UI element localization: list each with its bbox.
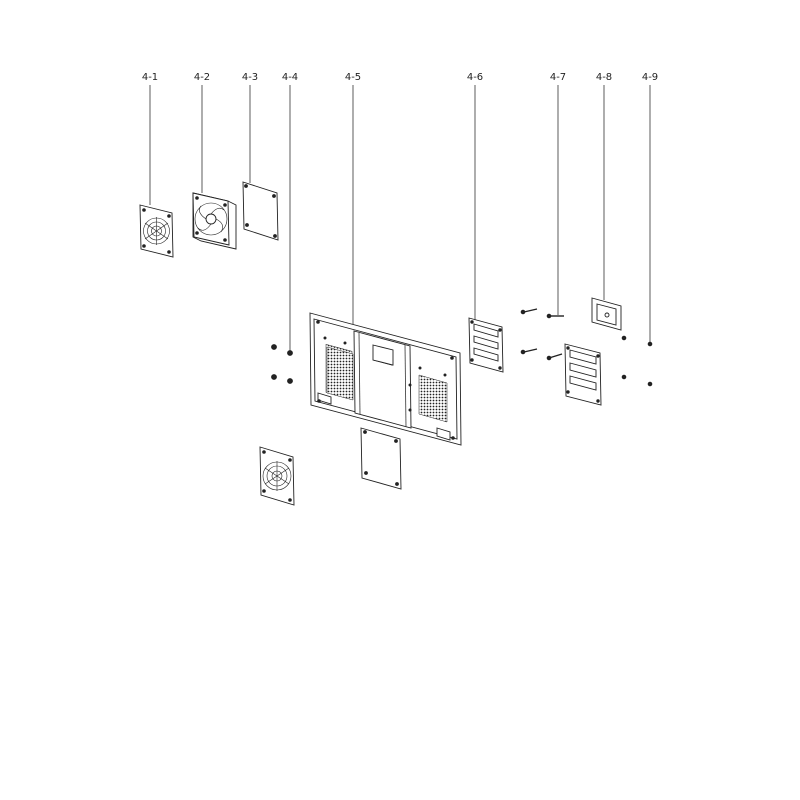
callout-4-7: 4-7 <box>550 72 566 83</box>
callout-4-2: 4-2 <box>194 72 210 83</box>
lower-cover-plate <box>360 427 402 490</box>
filter-pad <box>242 181 279 241</box>
fan-guard-top <box>139 204 174 258</box>
screw <box>546 353 563 361</box>
nut <box>271 344 277 350</box>
bracket-plate <box>591 297 622 331</box>
louvre-vent-left <box>468 317 504 373</box>
screw <box>520 348 538 355</box>
callout-4-5: 4-5 <box>345 72 361 83</box>
nut <box>287 378 293 384</box>
fastener <box>621 335 627 341</box>
nut <box>271 374 277 380</box>
callout-4-1: 4-1 <box>142 72 158 83</box>
screws <box>520 308 564 361</box>
callout-4-8: 4-8 <box>596 72 612 83</box>
fastener <box>621 374 627 380</box>
fastener <box>647 341 653 347</box>
callout-4-4: 4-4 <box>282 72 298 83</box>
nut <box>287 350 293 356</box>
screw <box>546 313 564 319</box>
screw <box>520 308 538 315</box>
leader-lines <box>149 85 651 353</box>
callout-4-9: 4-9 <box>642 72 658 83</box>
callout-labels: 4-1 4-2 4-3 4-4 4-5 4-6 4-7 4-8 4-9 <box>142 72 658 83</box>
axial-fan <box>192 192 237 250</box>
nuts <box>271 344 293 384</box>
fan-guard-bottom <box>259 446 295 506</box>
small-fasteners <box>621 335 653 387</box>
callout-4-6: 4-6 <box>467 72 483 83</box>
main-panel <box>309 312 462 446</box>
fastener <box>647 381 653 387</box>
callout-4-3: 4-3 <box>242 72 258 83</box>
louvre-vent-right <box>564 343 602 406</box>
